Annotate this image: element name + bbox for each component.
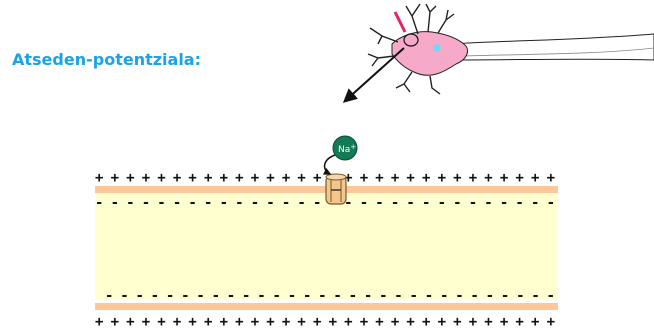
- outer-charges-bottom: ++++++++++++++++++++++++++++++: [95, 314, 555, 329]
- outer-charges-top: ++++++++++++++++++++++++++++++: [95, 170, 555, 186]
- ion-channel-icon: [326, 174, 346, 204]
- membrane-bottom-layer: [95, 303, 558, 310]
- ion-label: Na: [338, 145, 350, 155]
- neuron-icon: [368, 4, 654, 94]
- ion-charge: +: [350, 143, 356, 151]
- sodium-ion-icon: Na+: [333, 136, 357, 160]
- stimulus-arrow-icon: [395, 12, 405, 32]
